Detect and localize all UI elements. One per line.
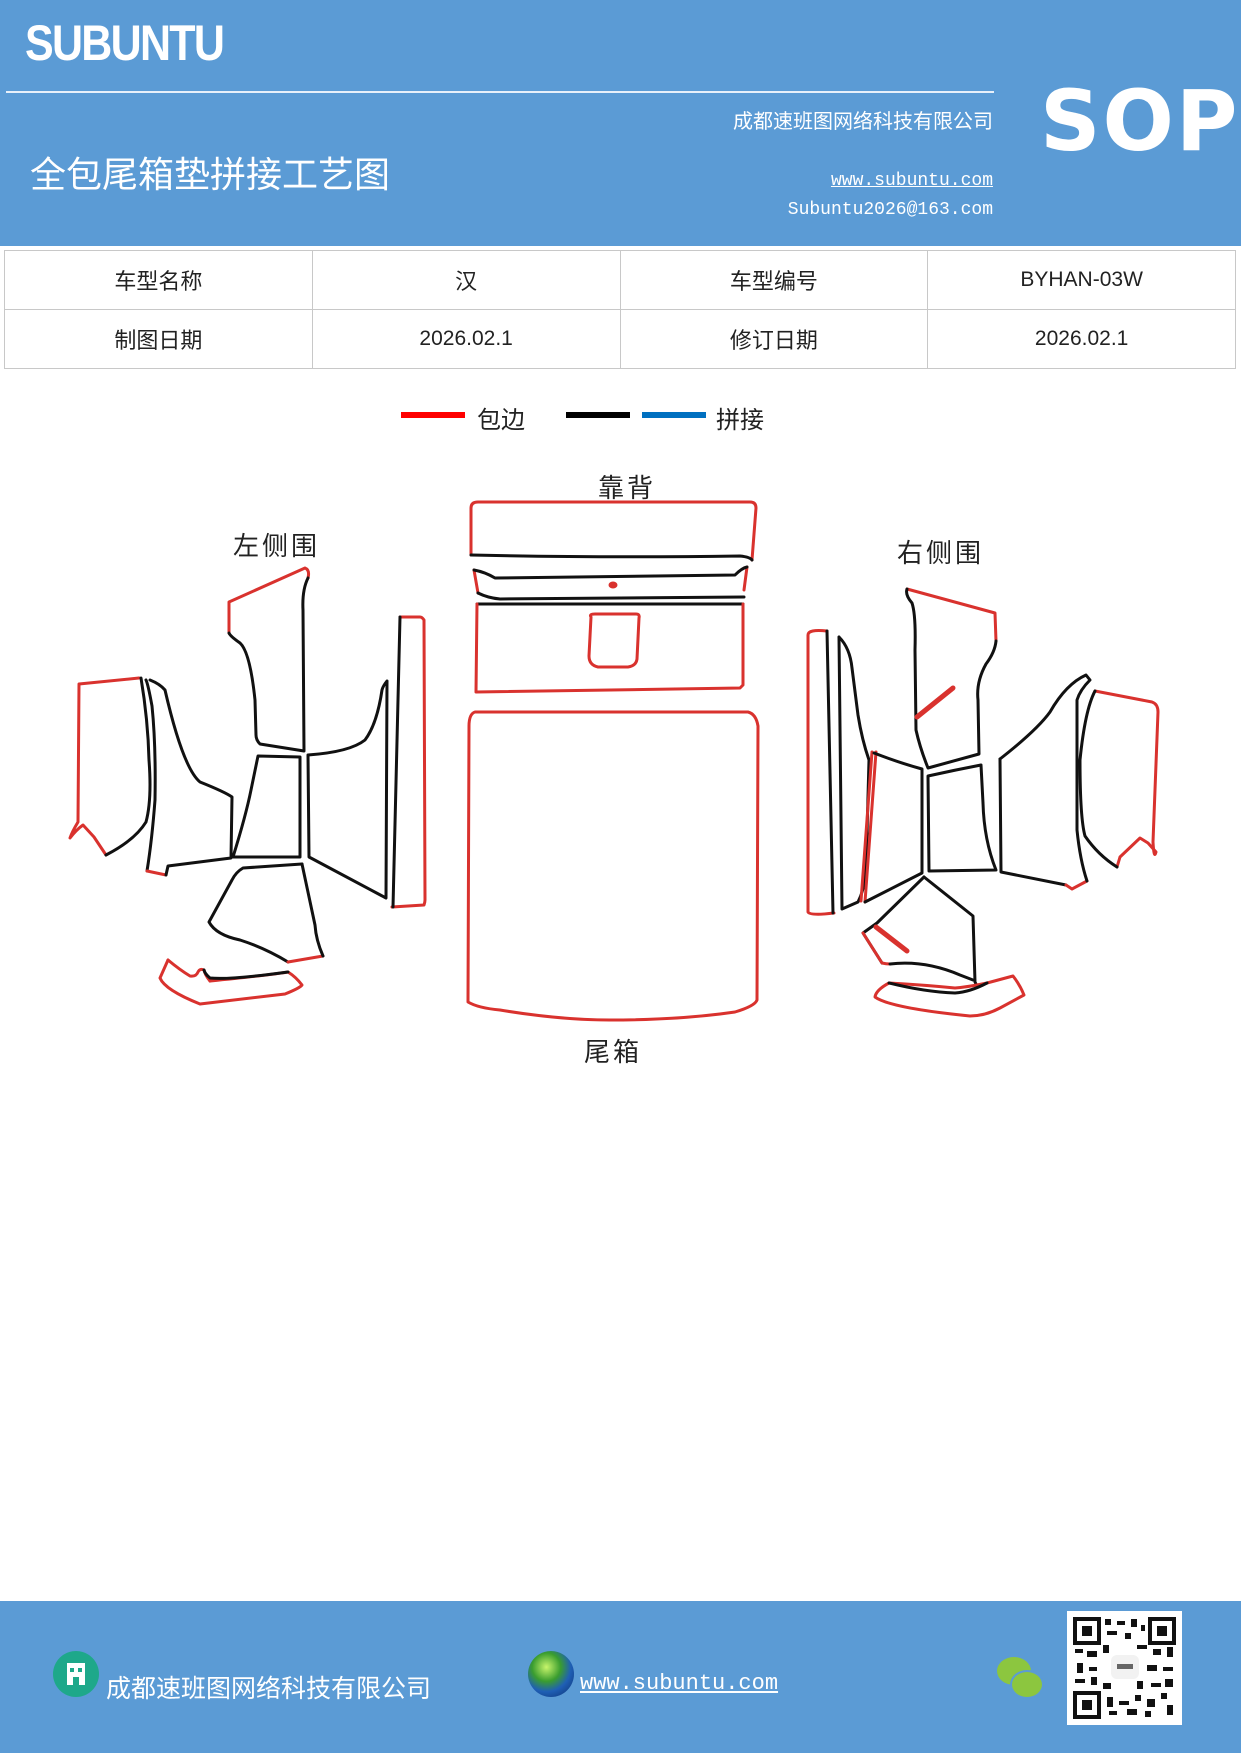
model-code-label: 车型编号	[619, 250, 929, 310]
wechat-icon[interactable]	[997, 1657, 1044, 1699]
table-row: 制图日期 2026.02.1 修订日期 2026.02.1	[4, 309, 1236, 369]
table-row: 车型名称 汉 车型编号 BYHAN-03W	[4, 250, 1236, 310]
pattern-pieces	[68, 500, 1160, 1022]
qr-code	[1067, 1611, 1182, 1725]
page-title: 全包尾箱垫拼接工艺图	[30, 155, 391, 196]
pattern-diagram: 左侧围 靠背 右侧围 尾箱	[0, 450, 1241, 1090]
legend-swatch-edge	[401, 412, 465, 418]
revise-date-label: 修订日期	[619, 309, 929, 369]
header-divider	[6, 91, 994, 93]
header-email: Subuntu2026@163.com	[787, 200, 993, 220]
legend-label-edge: 包边	[477, 406, 525, 434]
header-company-name: 成都速班图网络科技有限公司	[733, 109, 993, 133]
left-side-pieces	[68, 566, 427, 1006]
footer-company-name: 成都速班图网络科技有限公司	[106, 1674, 432, 1703]
building-icon	[53, 1651, 99, 1697]
footer-website-link[interactable]: www.subuntu.com	[580, 1671, 779, 1696]
label-backrest: 靠背	[598, 474, 657, 504]
brand-logo: SUBUNTU	[25, 15, 225, 71]
vehicle-info-table: 车型名称 汉 车型编号 BYHAN-03W 制图日期 2026.02.1 修订日…	[4, 250, 1236, 369]
right-side-pieces	[806, 587, 1160, 1018]
globe-icon	[528, 1651, 574, 1697]
legend-swatch-black	[566, 412, 630, 418]
model-code-value: BYHAN-03W	[927, 250, 1236, 310]
draw-date-label: 制图日期	[4, 309, 313, 369]
legend: 包边 拼接	[0, 400, 1241, 440]
label-left-side: 左侧围	[233, 532, 321, 562]
footer-banner: 成都速班图网络科技有限公司 www.subuntu.com	[0, 1601, 1241, 1753]
model-name-label: 车型名称	[4, 250, 313, 310]
sop-badge: SOP	[1040, 72, 1240, 170]
label-right-side: 右侧围	[897, 539, 985, 569]
header-website-link[interactable]: www.subuntu.com	[830, 171, 993, 191]
legend-swatch-seam	[642, 412, 706, 418]
revise-date-value: 2026.02.1	[927, 309, 1236, 369]
draw-date-value: 2026.02.1	[311, 309, 621, 369]
label-trunk: 尾箱	[584, 1038, 643, 1068]
legend-label-seam: 拼接	[716, 406, 764, 434]
header-banner: SUBUNTU 全包尾箱垫拼接工艺图 成都速班图网络科技有限公司 www.sub…	[0, 0, 1241, 246]
backrest-pieces	[469, 500, 758, 694]
trunk-piece	[466, 710, 760, 1022]
model-name-value: 汉	[311, 250, 621, 310]
